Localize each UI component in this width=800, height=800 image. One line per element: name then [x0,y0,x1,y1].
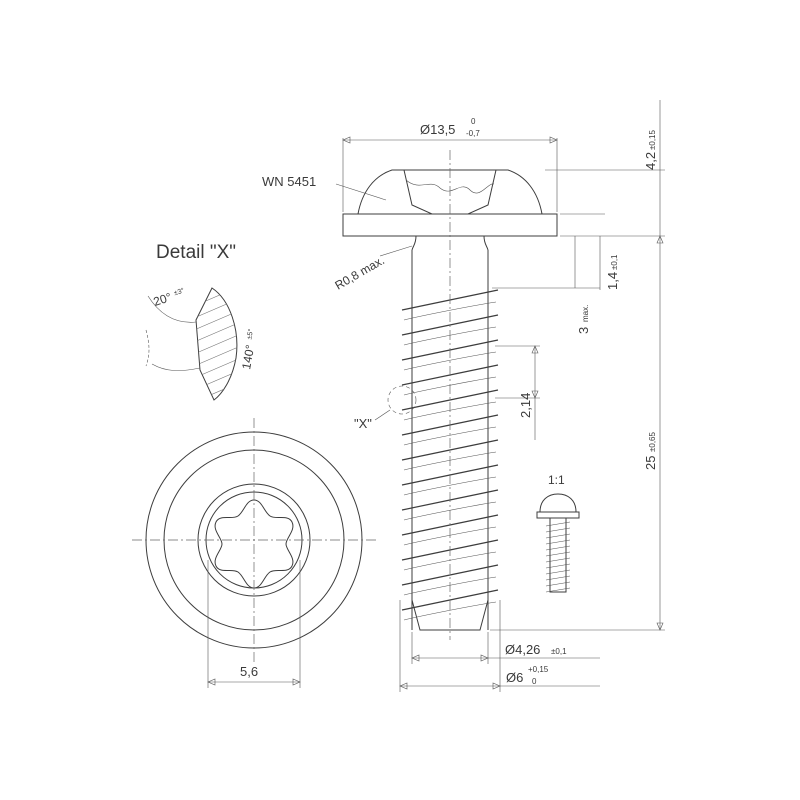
total-length-text: 25 [643,456,658,470]
core-diameter-text: Ø4,26 [505,642,540,657]
mini-thread [545,575,571,581]
mini-thread [545,539,571,545]
unthreaded-length-note: max. [581,305,590,322]
pitch-text: 2,14 [518,393,533,418]
flank-angle-text: 20° [152,290,174,309]
thread-root [403,476,497,496]
thread-crest [401,589,499,611]
thread-root [403,376,497,396]
thread-root [403,301,497,321]
screw-top-view [132,418,376,688]
thread-root [403,526,497,546]
thread-root [403,351,497,371]
mini-thread [545,551,571,557]
total-length-tol: ±0,65 [648,431,657,452]
thread-root [403,551,497,571]
head-diameter-tol-upper: 0 [471,117,476,126]
standard-label: WN 5451 [262,174,316,189]
drive-size-text: 5,6 [240,664,258,679]
thread-crest [401,489,499,511]
mini-thread [545,587,571,593]
thread-diameter-text: Ø6 [506,670,523,685]
core-diameter-tol: ±0,1 [551,647,567,656]
mini-thread [545,521,571,527]
thread-crest [401,389,499,411]
mini-thread [545,527,571,533]
thread-crest [401,414,499,436]
screw-actual-size-view [536,493,580,593]
scale-label: 1:1 [548,473,565,487]
thread-root [403,601,497,621]
mini-thread [545,563,571,569]
thread-crest [401,514,499,536]
thread-diameter-tol-upper: +0,15 [528,665,549,674]
detail-title: Detail "X" [156,242,236,263]
head-diameter-text: Ø13,5 [420,122,455,137]
thread-root [403,501,497,521]
detail-ref-label: "X" [354,416,372,431]
thread-root [403,326,497,346]
screw-shank-side-view [401,250,499,631]
mini-thread [545,581,571,587]
thread-crest [401,339,499,361]
tip-angle-tol: ±5° [245,328,255,340]
mini-thread [545,557,571,563]
thread-crest [401,564,499,586]
tip-angle-text: 140° [239,343,257,370]
washer-thickness-tol: ±0,1 [610,254,619,270]
thread-crest [401,314,499,336]
unthreaded-length-text: 3 [576,327,591,334]
head-height-tol: ±0,15 [648,129,657,150]
flank-angle-tol: ±3° [173,286,186,297]
thread-root [403,401,497,421]
detail-x-view [145,287,238,401]
thread-crest [401,539,499,561]
labels: Detail "X" WN 5451 "X" 1:1 [156,174,565,487]
mini-thread [545,545,571,551]
neck-radius-text: R0,8 max. [333,253,387,292]
dimension-lines [335,100,665,692]
thread-crest [401,289,499,311]
mini-thread [545,569,571,575]
thread-root [403,576,497,596]
head-height-text: 4,2 [643,152,658,170]
thread-diameter-tol-lower: 0 [532,677,537,686]
thread-crest [401,364,499,386]
head-diameter-tol-lower: -0,7 [466,129,480,138]
thread-crest [401,464,499,486]
thread-root [403,426,497,446]
thread-crest [401,439,499,461]
dimension-texts: Ø13,5 0 -0,7 4,2 ±0,15 25 ±0,65 1,4 ±0,1… [152,117,658,686]
washer-thickness-text: 1,4 [605,272,620,290]
mini-thread [545,533,571,539]
thread-root [403,451,497,471]
